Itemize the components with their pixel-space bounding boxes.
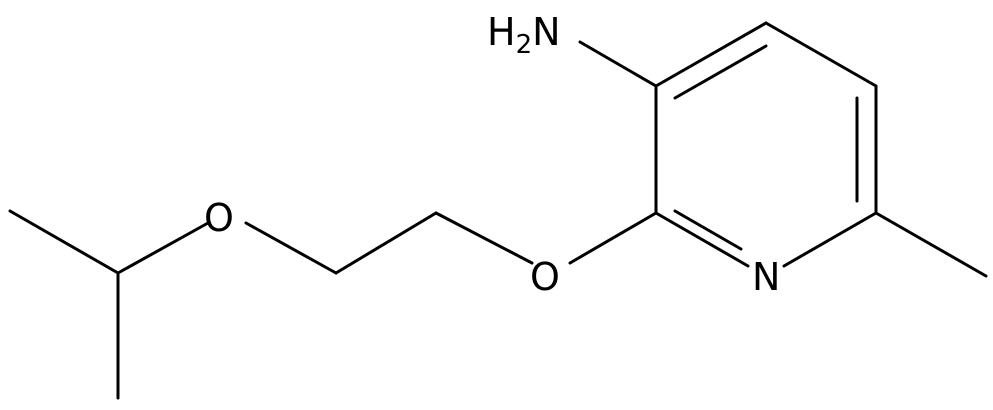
amine-label: H2N [487,10,561,60]
amine-hydrogen: H [487,10,516,54]
bond-c6-n1 [782,211,878,268]
bond-ch2-o [244,221,338,275]
amine-subscript: 2 [516,30,533,60]
bond-c3-nh2 [578,40,658,88]
bond-methyl [874,211,988,278]
bond-c3-c4 [654,21,768,88]
bond-o-ch2 [434,211,534,265]
bond-c3-c4-inner [673,44,768,100]
ether-oxygen-1-label: O [530,255,560,299]
bond-ch-ch3-left [8,209,120,275]
bond-c4-c5 [764,21,878,88]
bond-n1-c2 [654,211,750,268]
bond-o-ch [116,221,210,275]
ring-nitrogen-label: N [752,255,780,299]
ether-oxygen-2-label: O [204,196,234,240]
bond-c2-o [568,211,658,265]
amine-nitrogen: N [532,10,560,54]
bond-ch2-ch2 [334,211,438,275]
bond-n1-c2-inner [673,209,743,251]
